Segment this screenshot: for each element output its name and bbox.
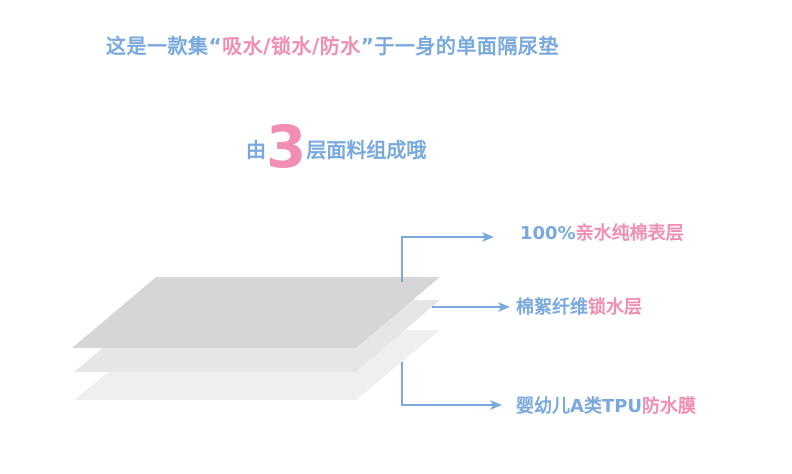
- headline-suffix: ”于一身的单面隔尿垫: [360, 34, 559, 58]
- label-bottom-layer: 婴幼儿A类TPU防水膜: [516, 392, 696, 418]
- headline-highlight: 吸水/锁水/防水: [222, 34, 361, 58]
- headline: 这是一款集“吸水/锁水/防水”于一身的单面隔尿垫: [106, 30, 559, 59]
- label-bottom-plain: 婴幼儿A类TPU: [516, 396, 643, 417]
- connector-bottom: [401, 362, 502, 410]
- label-top-layer: 100%亲水纯棉表层: [520, 219, 684, 245]
- label-middle-layer: 棉絮纤维锁水层: [516, 293, 642, 319]
- label-top-plain: 100%: [520, 223, 576, 244]
- connector-top: [401, 232, 494, 282]
- layer-count: 3: [266, 113, 307, 181]
- headline-prefix: 这是一款集“: [106, 34, 223, 58]
- label-middle-plain: 棉絮纤维: [516, 297, 588, 318]
- subtitle-suffix: 层面料组成哦: [306, 138, 427, 162]
- label-top-highlight: 亲水纯棉表层: [575, 223, 684, 244]
- label-middle-highlight: 锁水层: [588, 297, 642, 318]
- layer-top-sheet: [72, 277, 440, 348]
- subtitle: 由3层面料组成哦: [246, 118, 426, 176]
- subtitle-prefix: 由: [246, 138, 266, 162]
- label-bottom-highlight: 防水膜: [642, 396, 697, 417]
